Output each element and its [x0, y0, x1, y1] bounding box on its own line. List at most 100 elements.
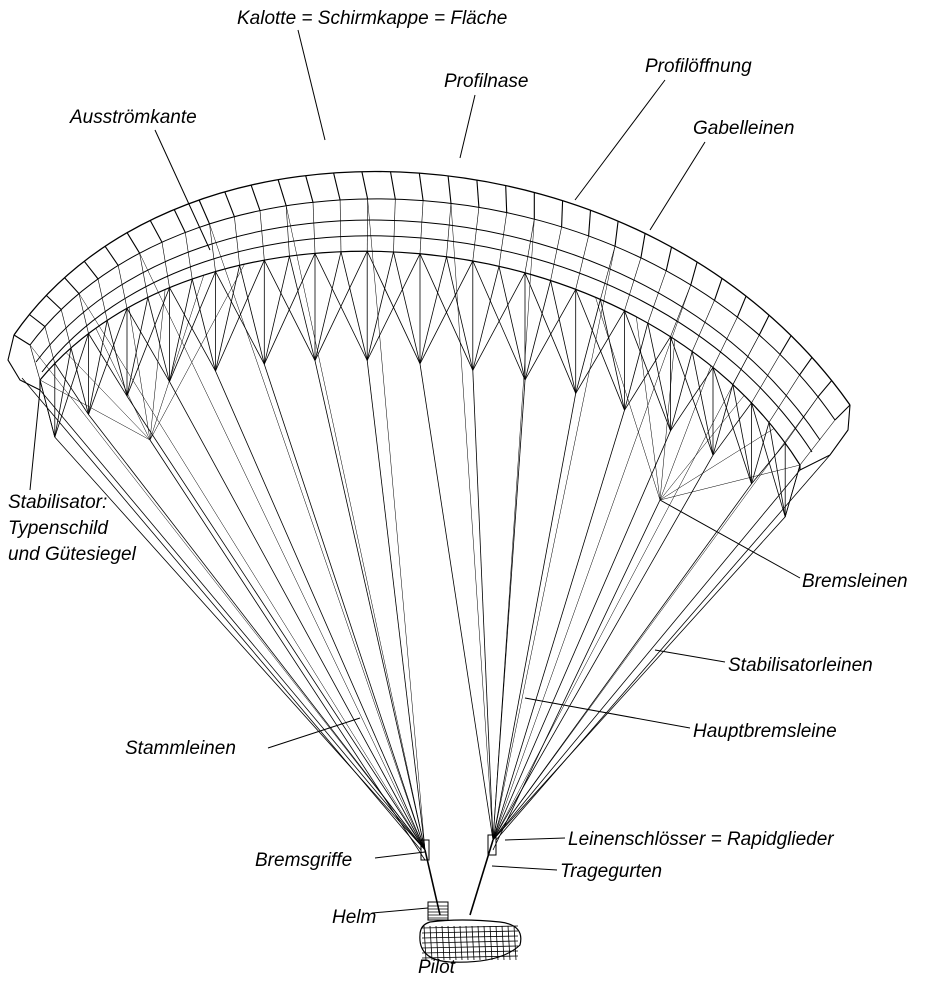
main-line [473, 370, 493, 840]
main-line [493, 410, 625, 840]
canopy-rib [692, 300, 714, 351]
gallery-line [216, 260, 265, 371]
canopy-rib [185, 233, 192, 280]
canopy-leading-edge [14, 172, 850, 405]
gallery-line [600, 299, 624, 410]
canopy-cell-opening [84, 261, 98, 279]
canopy-cell-opening [641, 233, 645, 258]
gallery-line [525, 289, 576, 380]
gallery-line [264, 256, 289, 364]
canopy-cell-opening [615, 221, 618, 246]
brake-line [96, 328, 150, 440]
main-line [170, 382, 426, 850]
main-line [493, 393, 576, 840]
harness-hatch [460, 926, 462, 960]
canopy-cell-opening [127, 233, 140, 254]
label-profiloeffnung: Profilöffnung [645, 56, 752, 78]
gallery-line [713, 385, 733, 456]
label-hauptbremsleine: Hauptbremsleine [693, 721, 837, 743]
main-line [420, 364, 493, 840]
main-brake-line-right [493, 500, 660, 850]
canopy-cell-opening [419, 173, 423, 201]
canopy-rib [576, 236, 589, 290]
ptr-stabilisator [30, 390, 40, 490]
label-ausstroemkante: Ausströmkante [70, 107, 197, 129]
gallery-line [148, 297, 170, 381]
harness-hatch [448, 926, 450, 960]
gallery-line [394, 252, 421, 364]
brake-line [660, 395, 744, 500]
canopy-cell-opening [65, 278, 79, 294]
label-stabilisator: Stabilisator: Typenschild und Gütesiegel [8, 490, 208, 568]
main-line [493, 484, 752, 840]
a-line [451, 203, 493, 840]
harness-hatch [472, 926, 474, 960]
canopy-rib [260, 211, 264, 261]
harness-hatch [484, 926, 486, 960]
canopy-cell-opening [691, 262, 697, 285]
canopy-cell-opening [666, 247, 671, 271]
gallery-line [127, 297, 148, 396]
canopy-cell-opening [780, 336, 791, 355]
a-line [493, 219, 534, 840]
label-stabilisator-line2: Typenschild [8, 516, 208, 542]
canopy-rib [713, 317, 737, 367]
stabilizer-line-right-b [496, 455, 830, 840]
gallery-line [692, 351, 713, 455]
ptr-ausstroemkante [155, 130, 210, 250]
a-line [493, 335, 759, 840]
canopy-cell-opening [199, 200, 209, 224]
stabilizer-line-left [40, 390, 425, 850]
canopy-cell-opening [225, 192, 235, 217]
canopy-rib [525, 219, 534, 273]
harness-hatch [490, 926, 492, 960]
label-stabilisatorleinen: Stabilisatorleinen [728, 655, 873, 677]
gallery-line [240, 265, 265, 364]
canopy-cell-opening [334, 173, 341, 200]
gallery-line [289, 256, 315, 361]
gallery-line [752, 403, 786, 517]
canopy-cell-opening [306, 176, 313, 203]
canopy-rib [752, 354, 781, 403]
gallery-line [576, 311, 625, 394]
ptr-tragegurten [492, 866, 557, 870]
gallery-line [525, 281, 551, 381]
canopy-rib [551, 227, 562, 281]
canopy-cell-opening [562, 201, 563, 227]
gallery-line [420, 257, 447, 364]
harness-hatch [454, 926, 456, 960]
canopy-rib [340, 200, 341, 252]
gallery-line [447, 257, 473, 371]
gallery-line [713, 403, 752, 455]
riser-right [470, 840, 493, 915]
a-line [210, 224, 426, 850]
gallery-line [420, 254, 473, 370]
gallery-line [551, 281, 576, 394]
gallery-line [752, 443, 786, 484]
brake-line [636, 317, 660, 500]
gallery-line [713, 367, 752, 483]
label-pointers [30, 30, 800, 913]
canopy-cell-opening [391, 172, 396, 200]
main-line [493, 455, 713, 840]
canopy-rib [447, 203, 452, 256]
a-line [493, 246, 615, 840]
label-gabelleinen: Gabelleinen [693, 118, 794, 140]
canopy-cell-opening [46, 295, 61, 309]
harness-hatch [478, 926, 480, 960]
main-line [216, 371, 426, 850]
a-line [368, 199, 425, 850]
canopy-cell-opening [29, 315, 45, 327]
canopy-cell-opening [150, 220, 162, 242]
ptr-profilnase [460, 95, 475, 158]
gallery-line [55, 363, 89, 414]
gallery-line [473, 261, 525, 380]
label-pilot: Pilot [418, 957, 455, 979]
canopy-cell-opening [737, 296, 746, 317]
canopy-cell-opening [715, 278, 723, 300]
pilot-figure [420, 902, 521, 962]
a-line [30, 345, 425, 850]
canopy-rib [648, 271, 666, 323]
gallery-line [315, 252, 341, 361]
